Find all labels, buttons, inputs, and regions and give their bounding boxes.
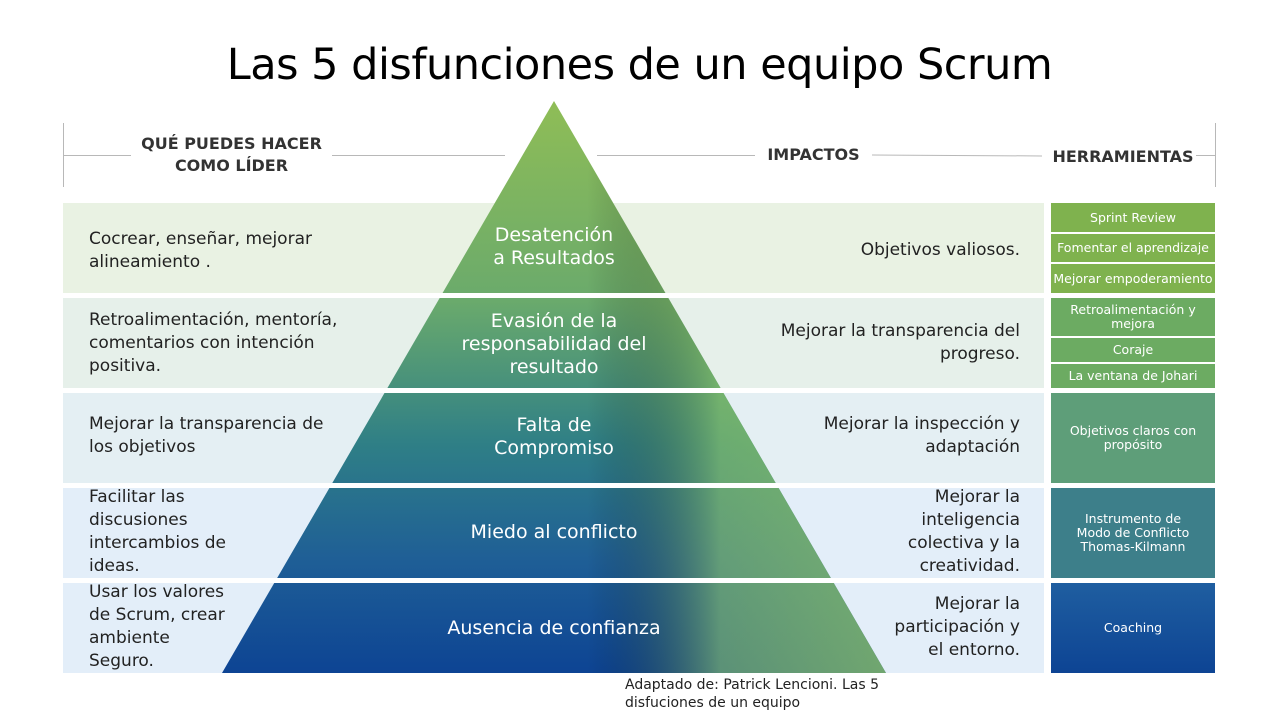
tool-box: Fomentar el aprendizaje xyxy=(1051,234,1215,262)
leader-action-line: los objetivos xyxy=(89,437,196,457)
pyramid-highlight xyxy=(222,101,886,673)
pyramid-label-line: resultado xyxy=(509,356,599,378)
leader-action-line: Mejorar la transparencia de xyxy=(89,414,324,434)
leader-action-line: alineamiento . xyxy=(89,252,211,272)
tool-box: Mejorar empoderamiento xyxy=(1051,264,1215,293)
header-rule xyxy=(597,155,755,156)
leader-action-line: discusiones xyxy=(89,510,188,530)
leader-action-line: Usar los valores xyxy=(89,582,225,602)
pyramid-label-commitment: Falta de Compromiso xyxy=(454,414,654,460)
pyramid-label-accountability: Evasión de la responsabilidad del result… xyxy=(434,310,674,379)
impact-line: inteligencia xyxy=(921,510,1020,530)
header-divider-right xyxy=(1215,123,1216,187)
leader-action-line: Cocrear, enseñar, mejorar xyxy=(89,229,312,249)
tools-header: HERRAMIENTAS xyxy=(1052,147,1194,166)
leader-action-line: Seguro. xyxy=(89,651,154,671)
impact-line: Objetivos valiosos. xyxy=(860,240,1020,260)
impact-text: Mejorar la inteligencia colectiva y la c… xyxy=(908,486,1020,578)
tool-box: Sprint Review xyxy=(1051,203,1215,232)
tool-box: Coaching xyxy=(1051,583,1215,673)
leader-action-line: comentarios con intención xyxy=(89,333,315,353)
impact-line: Mejorar la xyxy=(934,487,1020,507)
source-credit: Adaptado de: Patrick Lencioni. Las 5 dis… xyxy=(625,676,905,712)
pyramid-label-conflict: Miedo al conflicto xyxy=(424,521,684,544)
level-separator xyxy=(0,388,1279,393)
impact-line: Mejorar la transparencia del xyxy=(780,321,1020,341)
impact-line: creatividad. xyxy=(919,556,1020,576)
tool-box: Retroalimentación y mejora xyxy=(1051,298,1215,336)
level-separator xyxy=(0,293,1279,298)
impacts-header: IMPACTOS xyxy=(767,145,860,164)
pyramid-label-line: Ausencia de confianza xyxy=(447,617,661,639)
leader-action-line: positiva. xyxy=(89,356,162,376)
impact-line: Mejorar la xyxy=(934,594,1020,614)
impact-line: participación y xyxy=(894,617,1020,637)
level-separator xyxy=(0,483,1279,488)
leader-action: Facilitar las discusiones intercambios d… xyxy=(89,486,226,578)
level-separator xyxy=(0,578,1279,583)
leader-action-line: de Scrum, crear xyxy=(89,605,225,625)
impact-text: Mejorar la transparencia del progreso. xyxy=(781,320,1020,366)
tool-box: Objetivos claros con propósito xyxy=(1051,393,1215,483)
pyramid-label-trust: Ausencia de confianza xyxy=(404,617,704,640)
impact-text: Mejorar la participación y el entorno. xyxy=(894,593,1020,662)
header-rule xyxy=(1196,155,1215,156)
header-rule xyxy=(63,155,131,156)
page-title: Las 5 disfunciones de un equipo Scrum xyxy=(226,40,1053,90)
pyramid-label-line: Desatención xyxy=(494,224,614,246)
leader-header-line: COMO LÍDER xyxy=(174,156,289,175)
impact-line: el entorno. xyxy=(928,640,1020,660)
source-credit-line: disfuciones de un equipo xyxy=(625,695,801,711)
impact-line: colectiva y la xyxy=(907,533,1020,553)
leader-action: Usar los valores de Scrum, crear ambient… xyxy=(89,581,225,673)
tool-box: La ventana de Johari xyxy=(1051,364,1215,388)
pyramid-label-line: Falta de xyxy=(516,414,592,436)
pyramid-label-line: Miedo al conflicto xyxy=(470,521,638,543)
leader-action-line: ideas. xyxy=(89,556,140,576)
leader-action-line: Retroalimentación, mentoría, xyxy=(89,310,338,330)
leader-action-line: Facilitar las xyxy=(89,487,185,507)
pyramid-label-line: a Resultados xyxy=(493,247,615,269)
leader-action: Cocrear, enseñar, mejorar alineamiento . xyxy=(89,228,312,274)
leader-action: Mejorar la transparencia de los objetivo… xyxy=(89,413,324,459)
impact-text: Mejorar la inspección y adaptación xyxy=(824,413,1020,459)
pyramid-label-line: responsabilidad del xyxy=(461,333,647,355)
leader-action-line: ambiente xyxy=(89,628,170,648)
impact-line: progreso. xyxy=(939,344,1020,364)
source-credit-line: Adaptado de: Patrick Lencioni. Las 5 xyxy=(625,677,879,693)
leader-action: Retroalimentación, mentoría, comentarios… xyxy=(89,309,337,378)
impact-text: Objetivos valiosos. xyxy=(861,239,1020,262)
leader-header: QUÉ PUEDES HACER COMO LÍDER xyxy=(131,133,332,177)
pyramid-label-line: Evasión de la xyxy=(490,310,618,332)
impact-line: Mejorar la inspección y xyxy=(823,414,1020,434)
leader-header-line: QUÉ PUEDES HACER xyxy=(141,134,322,153)
header-rule xyxy=(332,155,505,156)
impact-line: adaptación xyxy=(925,437,1020,457)
tool-box: Coraje xyxy=(1051,338,1215,362)
pyramid-label-results: Desatención a Resultados xyxy=(454,224,654,270)
pyramid-label-line: Compromiso xyxy=(494,437,614,459)
leader-action-line: intercambios de xyxy=(89,533,226,553)
tool-box: Instrumento de Modo de Conflicto Thomas-… xyxy=(1051,488,1215,578)
